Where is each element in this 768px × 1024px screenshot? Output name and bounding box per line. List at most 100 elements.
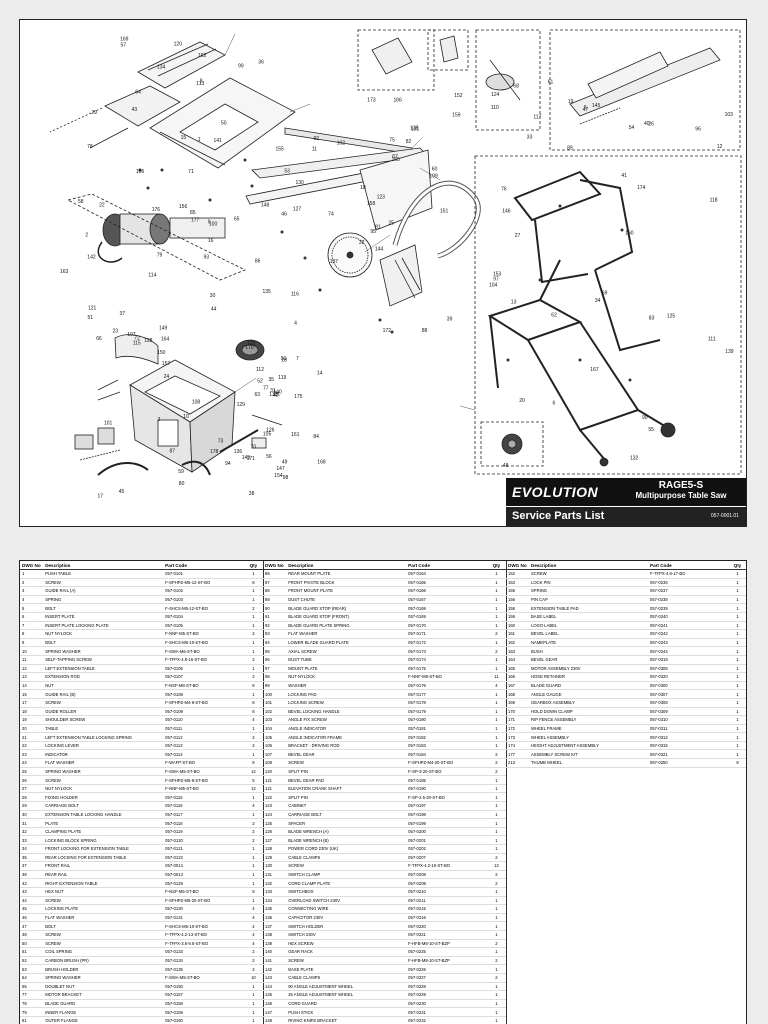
callout-label: 172 bbox=[383, 328, 392, 334]
part-code-cell: 057-0232 bbox=[406, 1016, 487, 1024]
callout-label: 51 bbox=[88, 315, 94, 321]
part-code-cell: F-NSF-M8-ST-BO bbox=[163, 681, 244, 691]
dwg-cell: 126 bbox=[263, 827, 287, 837]
description-cell: EXTENSION ROD bbox=[43, 672, 164, 682]
part-code-cell: 057-0178 bbox=[406, 698, 487, 708]
qty-cell: 1 bbox=[243, 595, 263, 605]
dwg-cell: 172 bbox=[506, 724, 529, 734]
qty-cell: 1 bbox=[728, 629, 746, 639]
description-cell: ASSEMBLY SCREW KIT bbox=[529, 749, 648, 760]
qty-cell: 4 bbox=[243, 939, 263, 949]
qty-cell: 1 bbox=[486, 921, 506, 931]
description-cell: BASE PLATE bbox=[286, 964, 407, 974]
callout-label: 64 bbox=[135, 89, 141, 95]
callout-label: 68 bbox=[513, 84, 519, 90]
dwg-cell: 94 bbox=[263, 638, 287, 648]
description-cell: OVERLOAD SWITCH 230V bbox=[286, 896, 407, 906]
dwg-cell: 145 bbox=[263, 990, 287, 1000]
dwg-cell: 98 bbox=[263, 672, 287, 682]
dwg-cell: 134 bbox=[263, 896, 287, 906]
callout-label: 70 bbox=[251, 444, 257, 450]
qty-cell: 4 bbox=[243, 715, 263, 725]
dwg-cell: 97 bbox=[263, 664, 287, 674]
description-cell: LOCKING LEVER bbox=[43, 741, 164, 751]
qty-cell: 1 bbox=[486, 715, 506, 725]
callout-label: 140 bbox=[273, 390, 282, 396]
part-code-cell: 057-0175 bbox=[406, 664, 487, 674]
description-cell: RIVING KNIFE BRACKET bbox=[286, 1016, 407, 1024]
description-cell: CORD GUARD bbox=[286, 999, 407, 1009]
part-code-cell: F-SPHPZ-M5-12-ST-BO bbox=[163, 578, 244, 588]
callout-label: 135 bbox=[263, 289, 272, 295]
callout-label: 131 bbox=[411, 127, 420, 133]
callout-label: 6 bbox=[553, 400, 556, 406]
dwg-cell: 171 bbox=[506, 715, 529, 725]
qty-cell: 8 bbox=[243, 707, 263, 717]
dwg-cell: 35 bbox=[20, 853, 44, 863]
description-cell: LOCKING PLATE bbox=[43, 904, 164, 914]
callout-label: 78 bbox=[87, 144, 93, 150]
qty-cell: 1 bbox=[486, 689, 506, 699]
part-code-cell: 057-0106 bbox=[163, 664, 244, 674]
part-code-cell: 057-0160 bbox=[163, 1016, 244, 1024]
dwg-cell: 124 bbox=[263, 810, 287, 820]
description-cell: SPACER bbox=[286, 818, 407, 828]
qty-cell: 2 bbox=[243, 629, 263, 639]
callout-label: 74 bbox=[328, 212, 334, 218]
part-code-cell: F-TFPX-4.2-13-ST-BO bbox=[163, 930, 244, 940]
part-code-cell: 057-0220 bbox=[406, 921, 487, 931]
dwg-cell: 2 bbox=[20, 578, 44, 588]
description-cell: BEVEL LABEL bbox=[529, 629, 648, 639]
part-code-cell: 057-0236 bbox=[648, 578, 728, 588]
part-code-cell: 057-0216 bbox=[406, 913, 487, 923]
dwg-cell: 167 bbox=[506, 681, 529, 691]
description-cell: 90 ANGLE ADJUSTMENT WHEEL bbox=[286, 982, 407, 992]
description-cell: PIN CAP bbox=[529, 595, 648, 605]
qty-cell: 1 bbox=[243, 896, 263, 906]
part-code-cell: 057-0231 bbox=[406, 1007, 487, 1017]
dwg-cell: 132 bbox=[263, 878, 287, 888]
exploded-view-drawing: 1234567891011121314151617181920212223242… bbox=[49, 29, 742, 500]
part-code-cell: 057-0242 bbox=[648, 629, 728, 639]
title-block-header: EVOLUTION RAGE5-S Multipurpose Table Saw bbox=[506, 478, 746, 506]
qty-cell: 1 bbox=[486, 827, 506, 837]
description-cell: CARRIAGE BOLT bbox=[43, 801, 164, 811]
description-cell: CAPACITOR 230V bbox=[286, 913, 407, 923]
dwg-cell: 159 bbox=[506, 612, 529, 622]
dwg-cell: 21 bbox=[20, 732, 44, 742]
dwg-cell: 29 bbox=[20, 801, 44, 811]
description-cell: SPLIT PIN bbox=[286, 767, 407, 777]
dwg-cell: 155 bbox=[506, 586, 529, 596]
callout-label: 158 bbox=[367, 201, 376, 207]
dwg-cell: 144 bbox=[263, 982, 287, 992]
description-cell: INNER FLANGE bbox=[43, 1007, 164, 1017]
part-code-cell: 057-0118 bbox=[163, 818, 244, 828]
description-cell: SWITCHBOX bbox=[286, 887, 407, 897]
part-code-cell: 057-0170 bbox=[406, 621, 487, 631]
description-cell: REAR MOUNT PLATE bbox=[286, 569, 407, 579]
description-cell: GUIDE RAIL (A) bbox=[43, 586, 164, 596]
callout-label: 90 bbox=[642, 415, 648, 421]
callout-label: 177 bbox=[191, 218, 200, 224]
dwg-cell: 24 bbox=[20, 758, 44, 768]
dwg-cell: 120 bbox=[263, 767, 287, 777]
